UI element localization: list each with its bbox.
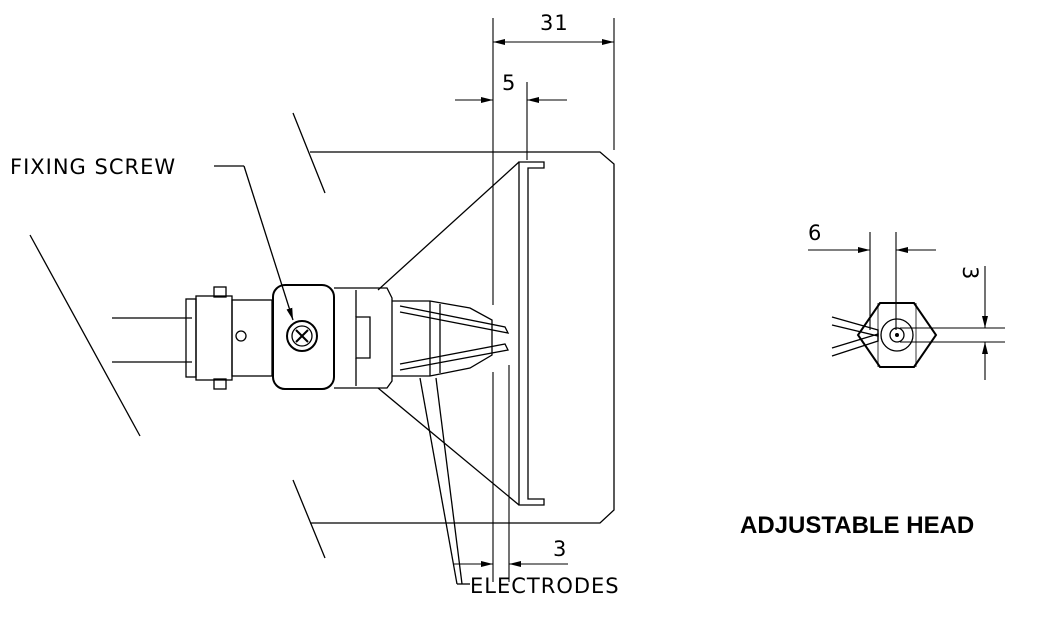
dimension-3-bottom: 3 (453, 365, 568, 582)
dim-3-bottom-label: 3 (553, 537, 567, 561)
fuel-tube (112, 317, 192, 363)
dim-3-side-label: 3 (958, 266, 982, 280)
nozzle-assembly (185, 284, 510, 390)
dim-31-label: 31 (540, 11, 569, 35)
electrodes-label: ELECTRODES (470, 574, 620, 598)
dim-6-label: 6 (808, 221, 822, 245)
break-lines (29, 112, 326, 559)
deflector-cone (377, 161, 520, 506)
housing-outline (310, 151, 615, 524)
fixing-screw-head (286, 320, 318, 352)
fixing-screw-label: FIXING SCREW (10, 155, 176, 179)
adjustable-head-title: ADJUSTABLE HEAD (740, 512, 974, 539)
dimension-5: 5 (455, 71, 567, 160)
electrodes-leader: ELECTRODES (419, 377, 620, 598)
dimension-31: 31 (492, 11, 615, 305)
adjustable-head-detail: 6 3 (808, 221, 1005, 380)
dim-5-label: 5 (502, 71, 516, 95)
fixing-screw-leader: FIXING SCREW (10, 155, 294, 321)
deflector-plate (518, 161, 545, 506)
